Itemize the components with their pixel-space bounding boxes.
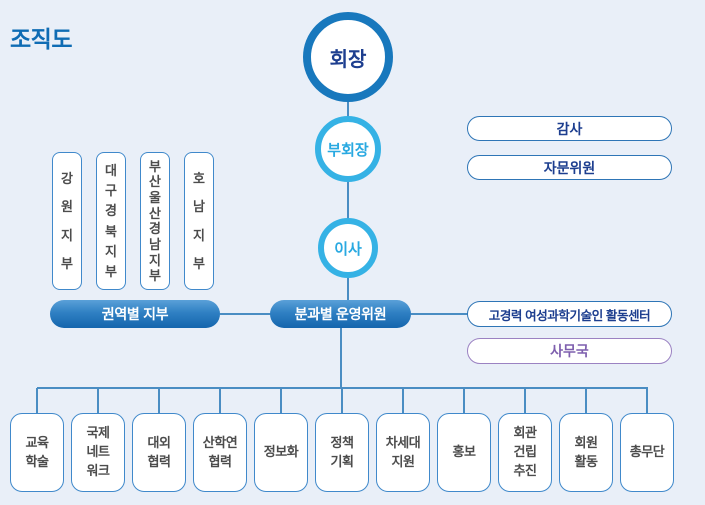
connector-vice-director — [347, 181, 349, 219]
operating-committee-group-label: 분과별 운영위원 — [294, 306, 387, 322]
division-hall-construction-label: 회관 건립 추진 — [513, 425, 537, 478]
audit-node: 감사 — [467, 116, 672, 141]
division-general-affairs-label: 총무단 — [629, 444, 665, 460]
regional-branches-group: 권역별 지부 — [50, 300, 220, 328]
division-next-generation-label: 차세대 지원 — [385, 434, 421, 469]
vice-chairman-node: 부회장 — [315, 116, 381, 182]
division-policy-planning-label: 정책 기획 — [330, 434, 354, 469]
director-label: 이사 — [334, 240, 362, 258]
advisory-node: 자문위원 — [467, 155, 672, 180]
activity-center-label: 고경력 여성과학기술인 활동센터 — [488, 308, 651, 323]
connector-drop-1 — [36, 388, 38, 414]
division-education: 교육 학술 — [10, 413, 64, 492]
division-public-relations: 홍보 — [437, 413, 491, 492]
connector-director-committee — [347, 277, 349, 301]
advisory-label: 자문위원 — [543, 159, 596, 176]
division-hall-construction: 회관 건립 추진 — [498, 413, 552, 492]
division-policy-planning: 정책 기획 — [315, 413, 369, 492]
division-education-label: 교육 학술 — [25, 434, 49, 469]
chairman-node: 회장 — [303, 12, 393, 102]
division-industry-academia: 산학연 협력 — [193, 413, 247, 492]
connector-chairman-vice — [347, 101, 349, 117]
regional-branches-group-label: 권역별 지부 — [101, 306, 169, 322]
division-international-network: 국제 네트 워크 — [71, 413, 125, 492]
director-node: 이사 — [318, 218, 378, 278]
connector-drop-2 — [97, 388, 99, 414]
division-external-cooperation-label: 대외 협력 — [147, 434, 171, 469]
connector-committee-center — [411, 313, 469, 315]
activity-center-node: 고경력 여성과학기술인 활동센터 — [467, 301, 672, 327]
division-member-activities: 회원 활동 — [559, 413, 613, 492]
division-general-affairs: 총무단 — [620, 413, 674, 492]
division-member-activities-label: 회원 활동 — [574, 434, 598, 469]
secretariat-label: 사무국 — [550, 343, 589, 359]
connector-drop-4 — [219, 388, 221, 414]
connector-drop-5 — [280, 388, 282, 414]
division-public-relations-label: 홍보 — [452, 444, 476, 460]
division-next-generation: 차세대 지원 — [376, 413, 430, 492]
connector-drop-3 — [158, 388, 160, 414]
audit-label: 감사 — [556, 120, 583, 137]
connector-drop-8 — [463, 388, 465, 414]
secretariat-node: 사무국 — [467, 338, 672, 364]
division-external-cooperation: 대외 협력 — [132, 413, 186, 492]
connector-drop-6 — [341, 388, 343, 414]
division-informatization-label: 정보화 — [263, 444, 299, 460]
connector-drop-11 — [646, 388, 648, 414]
division-industry-academia-label: 산학연 협력 — [202, 434, 238, 469]
vice-chairman-label: 부회장 — [327, 141, 369, 159]
connector-drop-10 — [585, 388, 587, 414]
page-title: 조직도 — [10, 26, 72, 52]
connector-committee-bus — [340, 327, 342, 388]
connector-committee-regional — [220, 313, 272, 315]
operating-committee-group: 분과별 운영위원 — [270, 300, 411, 328]
connector-drop-9 — [524, 388, 526, 414]
chairman-label: 회장 — [329, 48, 367, 71]
division-informatization: 정보화 — [254, 413, 308, 492]
connector-drop-7 — [402, 388, 404, 414]
division-international-network-label: 국제 네트 워크 — [86, 425, 110, 478]
